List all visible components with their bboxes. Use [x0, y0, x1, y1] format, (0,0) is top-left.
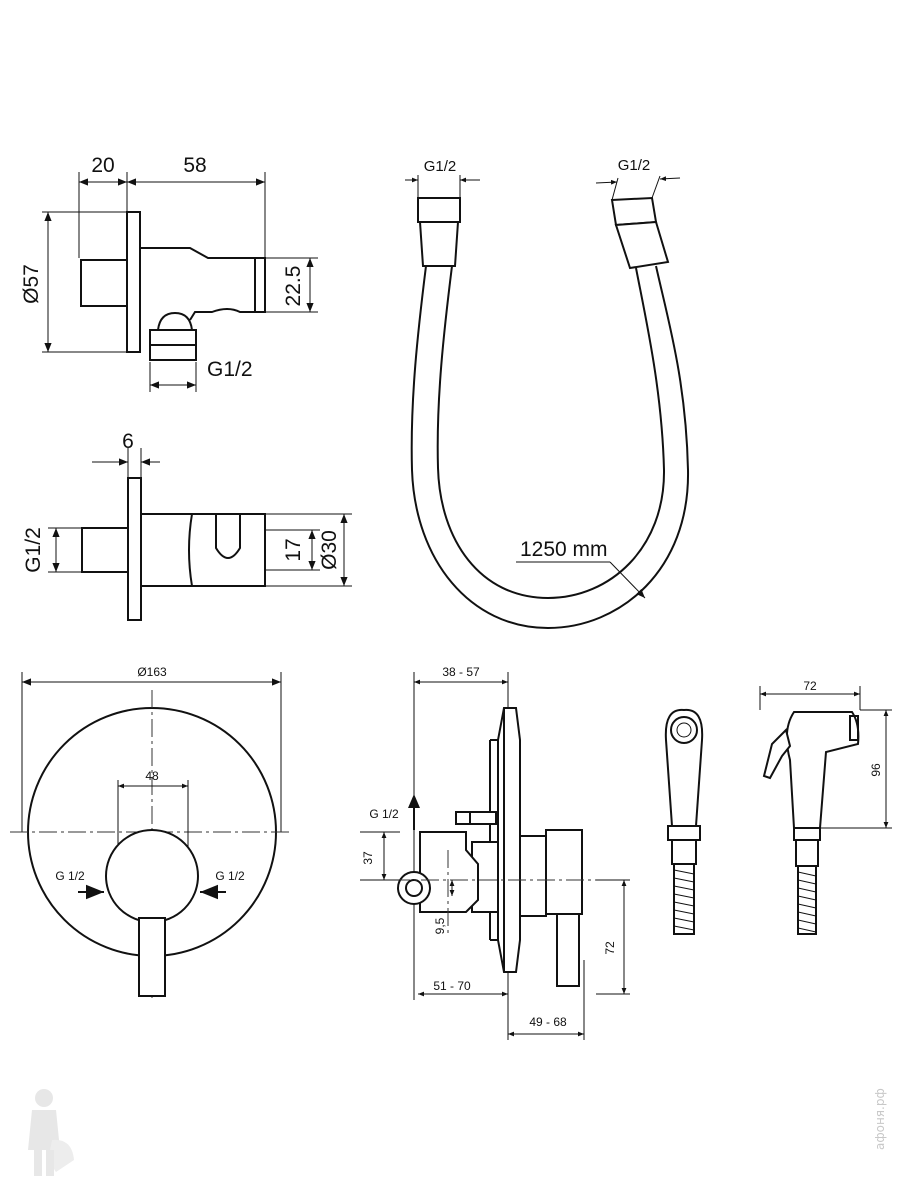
wall-elbow-top-view: 6 G1/2 17 Ø30 — [22, 430, 352, 621]
dim-small: 9,5 — [433, 917, 447, 934]
inlet-right-label: G 1/2 — [215, 869, 245, 883]
dim-body-length: 58 — [183, 154, 206, 177]
plumber-mascot-logo — [28, 1089, 74, 1176]
hose-spiral-front — [673, 869, 695, 931]
hand-shower-side-view: 72 96 — [759, 679, 892, 935]
dim-shower-height: 96 — [869, 763, 883, 777]
hose-view: G1/2 G1/2 1250 mm — [405, 157, 690, 630]
dim-flange-diameter: Ø57 — [20, 264, 43, 304]
dim-depth-range: 38 - 57 — [442, 665, 480, 679]
dim-outlet-height: 37 — [361, 851, 375, 865]
mixer-front-view: Ø163 48 G 1/2 G 1/2 — [10, 665, 292, 1000]
dim-shower-width: 72 — [803, 679, 817, 693]
hose-spiral-side — [797, 871, 817, 933]
dim-flange-thickness: 6 — [122, 430, 134, 453]
inlet-left-label: G 1/2 — [55, 869, 85, 883]
dim-holder: 17 — [282, 538, 305, 561]
dim-flange-depth: 20 — [91, 154, 114, 177]
dim-body-width: 48 — [145, 769, 159, 783]
dim-outlet-thread: G1/2 — [207, 358, 253, 381]
mixer-side-view: 38 - 57 G 1/2 37 9,5 72 51 - 70 49 - 68 — [360, 665, 630, 1040]
dim-plate-diameter: Ø163 — [137, 665, 167, 679]
dim-outlet-thread-side: G 1/2 — [369, 807, 399, 821]
dim-lever: 72 — [603, 941, 617, 955]
dim-body-range: 51 - 70 — [433, 979, 471, 993]
hand-shower-front-view — [664, 708, 704, 935]
hose-left-thread: G1/2 — [424, 158, 457, 175]
dim-handle-range: 49 - 68 — [529, 1015, 567, 1029]
hose-right-thread: G1/2 — [618, 157, 651, 174]
wall-elbow-side-view: 20 58 Ø57 22.5 G1/2 — [20, 154, 318, 392]
dim-body-diameter: Ø30 — [318, 530, 341, 570]
dim-height: 22.5 — [282, 266, 305, 307]
watermark-text: афоня.рф — [873, 1088, 887, 1150]
hose-length: 1250 mm — [520, 538, 608, 561]
dim-inlet-thread: G1/2 — [22, 527, 45, 573]
